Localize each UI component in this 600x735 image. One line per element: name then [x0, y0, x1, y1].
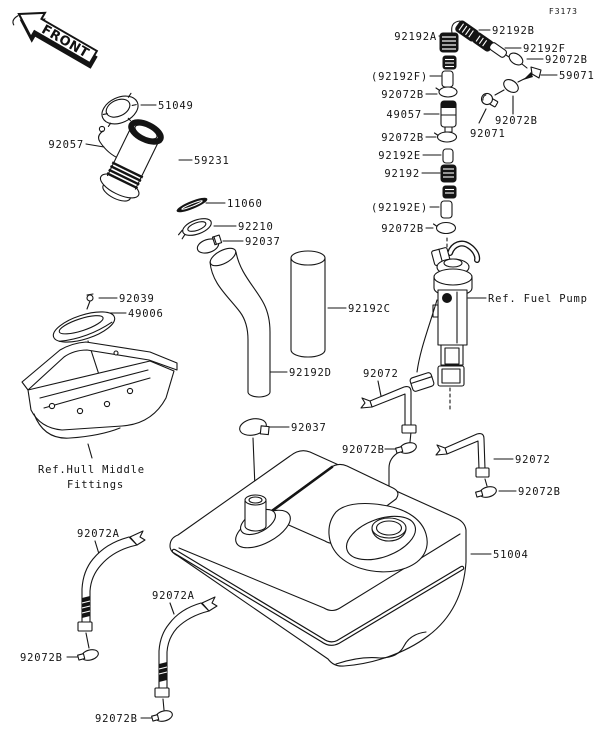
part-92072a-strap-1	[77, 530, 146, 632]
part-92192e-joint	[442, 148, 454, 164]
label-92192f: 92192F	[523, 43, 566, 55]
part-11060-gasket	[176, 197, 208, 213]
part-92192-hose	[440, 164, 457, 183]
label-92072-right: 92072	[515, 454, 551, 466]
label-92192c: 92192C	[348, 303, 391, 315]
label-92072a-1: 92072A	[77, 528, 120, 540]
label-92072b-tank-right: 92072B	[518, 486, 561, 498]
ref-hull-middle-fittings	[21, 341, 178, 439]
label-92072b-bottom-1: 92072B	[20, 652, 63, 664]
label-92192b: 92192B	[492, 25, 535, 37]
label-92037-lower: 92037	[291, 422, 327, 434]
label-ref-hull-line1: Ref.Hull Middle	[38, 464, 145, 476]
label-92072b-chain1: 92072B	[545, 54, 588, 66]
part-92192a-hose	[439, 32, 459, 53]
label-59231: 59231	[194, 155, 230, 167]
part-59231-filler-neck	[99, 119, 164, 202]
tank-right-opening	[328, 502, 428, 573]
fitting-chain	[455, 20, 542, 108]
label-59071: 59071	[559, 70, 595, 82]
part-92072b-clamp-col1	[435, 86, 458, 98]
label-92072b-col1: 92072B	[381, 89, 424, 101]
label-51049: 51049	[158, 100, 194, 112]
pump-float	[409, 372, 435, 392]
part-92072b-clamp-chain2	[503, 79, 519, 93]
label-92192a: 92192A	[394, 31, 437, 43]
figure-code: F3173	[549, 7, 578, 16]
part-92072a-strap-2	[154, 596, 218, 698]
label-92192: 92192	[384, 168, 420, 180]
label-51004: 51004	[493, 549, 529, 561]
label-92072b-chain2: 92072B	[495, 115, 538, 127]
part-ribbed-hose-2	[442, 55, 457, 70]
label-92192d: 92192D	[289, 367, 332, 379]
label-92039: 92039	[119, 293, 155, 305]
label-92037-upper: 92037	[245, 236, 281, 248]
part-fuel-pump	[409, 240, 481, 392]
label-ref-hull-line2: Fittings	[67, 479, 124, 491]
part-92210-ring	[177, 218, 212, 240]
label-92072-left: 92072	[363, 368, 399, 380]
part-92192c-vent-hose	[290, 250, 326, 358]
label-ref-fuel-pump: Ref. Fuel Pump	[488, 293, 588, 305]
part-49006-pad	[52, 311, 116, 343]
part-92072-strap-left	[360, 386, 417, 434]
label-92192e: 92192E	[378, 150, 421, 162]
part-92072b-clamp-bottom-2	[151, 710, 173, 722]
parts-column	[432, 20, 461, 235]
part-92072b-clamp-tank-right	[475, 486, 497, 498]
label-92072b-col2: 92072B	[381, 132, 424, 144]
part-92072-strap-right	[435, 433, 490, 478]
part-labels: 92192A 92192B 92192F 92072B 59071 (92192…	[20, 25, 595, 725]
part-92192f-pipe	[488, 42, 508, 58]
part-92072b-clamp-chain1	[508, 52, 524, 66]
label-92072b-col3: 92072B	[381, 223, 424, 235]
part-92071-plug	[480, 92, 499, 108]
part-92192e-pipe-installed	[440, 200, 453, 219]
part-59071-elbow	[523, 66, 542, 80]
part-51004-fuel-tank	[169, 450, 467, 667]
label-92072a-2: 92072A	[152, 590, 195, 602]
label-92210: 92210	[238, 221, 274, 233]
part-92072b-clamp-col3	[432, 221, 457, 235]
label-92072b-tank-top: 92072B	[342, 444, 385, 456]
tank-left-neck	[235, 494, 291, 549]
part-92072b-clamp-col2	[433, 131, 458, 143]
part-92192f-pipe-installed	[441, 70, 454, 88]
part-92072b-clamp-bottom-1	[77, 649, 99, 661]
part-51049-fuel-cap	[101, 92, 139, 128]
label-49057: 49057	[386, 109, 422, 121]
label-92192f-installed: (92192F)	[371, 71, 428, 83]
label-92072b-bottom-2: 92072B	[95, 713, 138, 725]
part-92037-clamp-upper	[196, 234, 223, 254]
label-92057: 92057	[48, 139, 84, 151]
part-49057-valve	[440, 100, 457, 133]
front-arrow: FRONT	[12, 11, 99, 69]
label-92071: 92071	[470, 128, 506, 140]
part-92192b-hose-1	[455, 20, 479, 42]
pump-flange	[433, 268, 473, 286]
label-92192e-installed: (92192E)	[371, 202, 428, 214]
label-11060: 11060	[227, 198, 263, 210]
label-49006: 49006	[128, 308, 164, 320]
pump-float-wire	[416, 299, 438, 373]
part-92072b-clamp-tank-top	[395, 442, 417, 454]
part-92039-rivet	[86, 293, 94, 310]
part-92037-clamp-lower	[239, 418, 270, 436]
part-ribbed-hose-3	[442, 185, 457, 199]
part-92192d-filler-hose	[209, 247, 271, 398]
